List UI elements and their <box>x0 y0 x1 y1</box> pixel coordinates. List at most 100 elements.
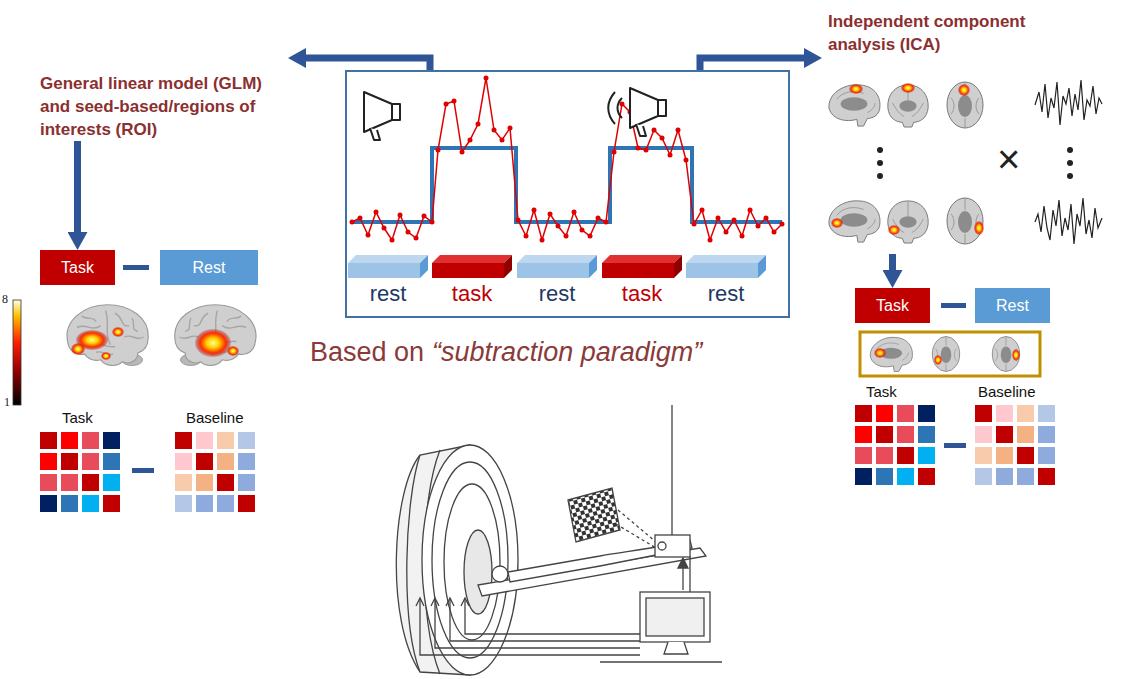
glm-brain-maps <box>71 343 85 355</box>
ica-spatial-maps <box>974 221 984 235</box>
megaphone-icon <box>370 128 380 140</box>
block-design-plot <box>692 222 697 227</box>
mri-scanner-sketch <box>682 566 683 590</box>
colorbar-tick: 8 <box>2 293 8 307</box>
minus-sign <box>123 265 149 270</box>
block-design-plot <box>492 128 497 133</box>
glm-brain-maps <box>175 305 256 366</box>
block-design-plot <box>382 226 387 231</box>
block-design-plot <box>676 128 681 133</box>
megaphone-icon <box>364 92 392 132</box>
ica-time-course <box>1035 80 1102 125</box>
mri-scanner-sketch <box>658 542 666 550</box>
block-design-plot <box>620 102 625 107</box>
rest-block <box>348 255 766 278</box>
connectivity-matrix <box>175 432 255 512</box>
block-design-plot <box>350 220 355 225</box>
matrix-label: Task <box>62 409 93 426</box>
task-component-strip <box>860 332 1040 376</box>
block-design-plot <box>436 148 441 153</box>
glm-brain-maps <box>175 305 256 366</box>
task-block <box>432 255 682 278</box>
block-design-plot <box>484 76 489 81</box>
times-sign: × <box>997 136 1020 182</box>
task-block <box>602 263 674 278</box>
mri-scanner-sketch <box>444 484 500 640</box>
node-text: rest <box>539 281 576 307</box>
task-block <box>432 255 512 263</box>
mri-scanner-sketch <box>671 405 672 535</box>
method-heading: General linear model (GLM) and seed-base… <box>38 50 288 141</box>
block-design-plot <box>508 126 513 131</box>
ica-spatial-maps <box>888 201 928 243</box>
task-component-strip <box>932 337 959 372</box>
megaphone-icon <box>630 88 658 128</box>
glm-brain-maps <box>67 305 256 366</box>
mri-scanner-sketch <box>420 600 640 655</box>
mri-scanner-sketch <box>464 530 492 614</box>
block-design-plot <box>564 234 569 239</box>
mri-scanner-sketch <box>655 535 690 557</box>
task-block <box>602 255 682 263</box>
block-design-plot <box>532 208 537 213</box>
rest-block <box>348 255 428 263</box>
ica-spatial-maps <box>829 201 880 242</box>
glm-brain-maps <box>67 305 148 366</box>
block-design-plot <box>748 208 753 213</box>
block-design-plot <box>772 230 777 235</box>
paradigm-caption: “subtraction paradigm” <box>432 337 702 368</box>
mri-scanner-sketch <box>616 510 656 548</box>
rest-block <box>517 263 589 278</box>
flow-arrow <box>306 58 430 70</box>
minus-sign <box>132 468 154 473</box>
block-design-plot <box>684 158 689 163</box>
ica-time-course <box>1035 198 1102 244</box>
block-design-plot <box>524 234 529 239</box>
block-design-plot <box>700 208 705 213</box>
block-design-plot <box>652 128 657 133</box>
mri-scanner-sketch <box>432 462 508 658</box>
block-design-plot <box>644 148 649 153</box>
block-design-plot <box>468 138 473 143</box>
ica-spatial-maps <box>947 82 983 128</box>
colorbar <box>13 300 21 405</box>
block-design-plot <box>430 220 435 225</box>
ica-spatial-maps <box>888 225 900 235</box>
ica-spatial-maps <box>958 84 970 96</box>
block-design-plot <box>374 210 379 215</box>
paradigm-caption: Based on <box>310 337 424 368</box>
task-component-strip <box>874 348 886 358</box>
ellipsis-dots <box>1067 160 1073 166</box>
block-design-plot <box>732 218 737 223</box>
block-design-plot <box>516 218 521 223</box>
block-design-plot <box>500 138 505 143</box>
rest-box: Rest <box>160 250 258 285</box>
node-text: Task <box>876 297 909 315</box>
colorbar-tick: 1 <box>4 396 10 410</box>
block-design-plot <box>398 213 403 218</box>
ica-spatial-maps <box>849 84 863 94</box>
rest-box: Rest <box>975 288 1050 323</box>
task-component-strip <box>860 332 1040 376</box>
colorbar <box>13 300 21 405</box>
rest-block <box>758 255 766 278</box>
node-text: task <box>622 281 662 307</box>
block-design-plot <box>460 150 465 155</box>
block-design-panel: resttaskresttaskrest <box>345 70 790 318</box>
matrix-label: Task <box>866 383 897 400</box>
block-design-plot <box>476 122 481 127</box>
node-text: Rest <box>996 297 1029 315</box>
block-design-plot <box>636 146 641 151</box>
task-component-strip <box>870 337 912 371</box>
ica-spatial-maps <box>901 83 915 93</box>
block-design-plot <box>556 224 561 229</box>
block-design-plot <box>612 150 617 155</box>
ellipsis-dots <box>1067 173 1073 179</box>
task-block <box>432 263 504 278</box>
mri-scanner-sketch <box>678 558 688 568</box>
mri-scanner-sketch <box>396 405 722 675</box>
mri-scanner-sketch <box>416 598 469 606</box>
block-design-plot <box>358 216 363 221</box>
glm-brain-maps <box>101 352 111 360</box>
